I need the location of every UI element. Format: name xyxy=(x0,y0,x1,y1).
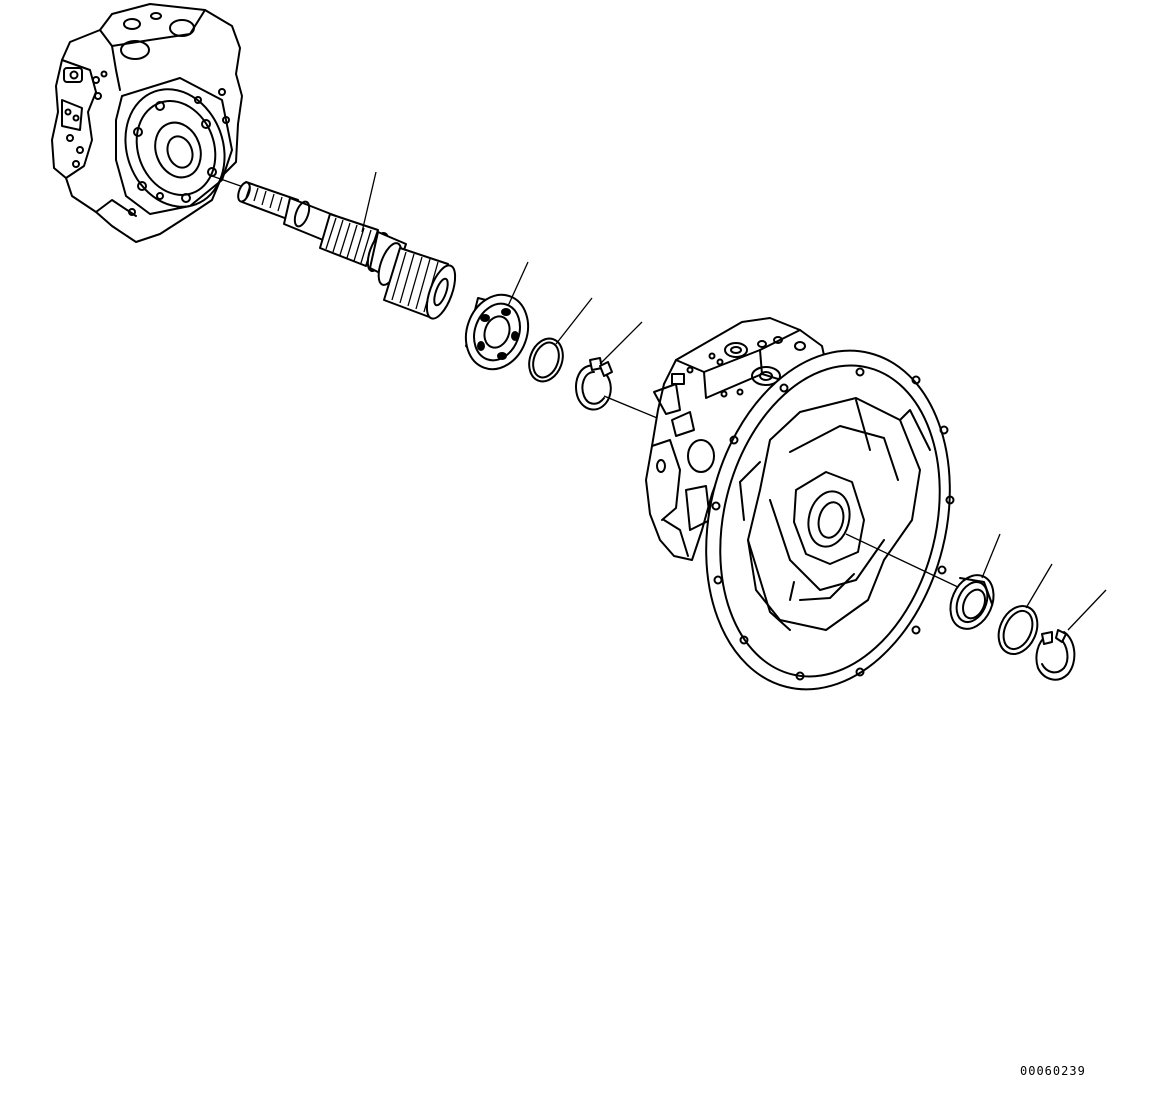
leader-line-snap-ring xyxy=(599,321,643,365)
pump-rear-housing xyxy=(51,3,243,243)
assembly-axis-front xyxy=(603,395,663,421)
leader-line-ball-bearing xyxy=(507,261,529,307)
leader-line-retaining-snap-ring xyxy=(1067,589,1107,631)
leader-line-spacer-ring xyxy=(555,297,593,345)
retaining-snap-ring xyxy=(1035,629,1076,681)
oil-seal xyxy=(949,574,995,630)
snap-ring xyxy=(575,357,613,411)
leader-line-seal-spacer-ring xyxy=(1025,563,1053,609)
leader-line-oil-seal xyxy=(981,533,1001,579)
pump-front-housing xyxy=(645,317,955,691)
assembly-axis-output xyxy=(845,533,961,589)
document-number: 00060239 xyxy=(1020,1064,1086,1078)
drive-shaft xyxy=(237,181,457,320)
leader-lines xyxy=(361,171,1107,631)
spacer-ring xyxy=(528,337,564,383)
leader-line-drive-shaft xyxy=(361,171,377,233)
seal-spacer-ring xyxy=(997,605,1039,655)
ball-bearing xyxy=(464,293,530,371)
